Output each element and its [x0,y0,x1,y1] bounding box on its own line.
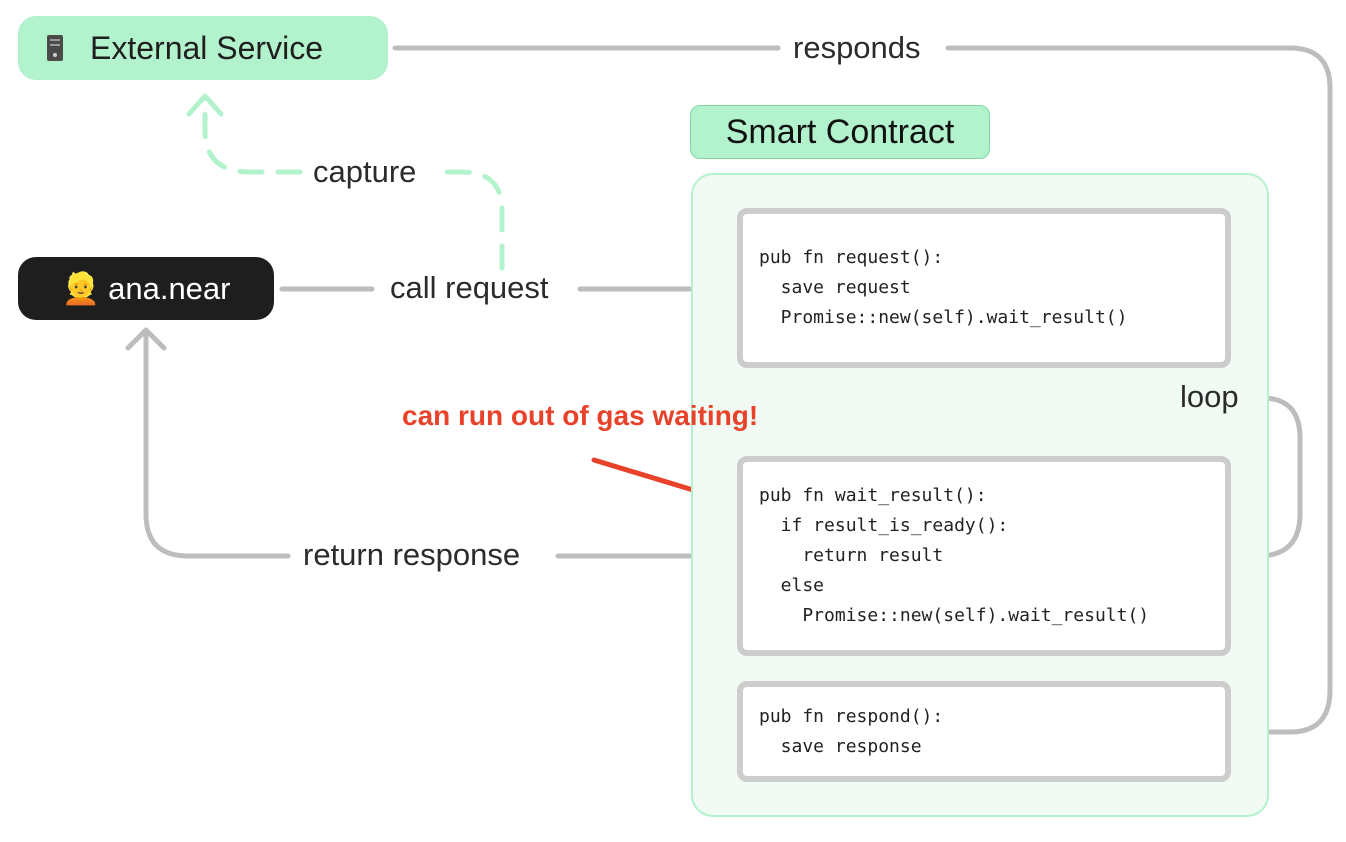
person-emoji-icon: 👱 [61,271,101,306]
code-request-text: pub fn request(): save request Promise::… [759,247,1128,328]
edge-label-capture: capture [313,154,417,189]
return-response-arrowhead [125,327,167,351]
edge-label-responds: responds [793,30,921,65]
capture-arrowhead [186,93,224,117]
ana-near-label: ana.near [108,270,231,306]
smart-contract-title: Smart Contract [690,105,990,159]
warning-annotation: can run out of gas waiting! [402,400,759,431]
code-respond-text: pub fn respond(): save response [759,705,944,757]
code-block-request: pub fn request(): save request Promise::… [737,208,1231,368]
edge-label-call-request: call request [390,270,549,305]
external-service-label: External Service [90,29,323,66]
edge-label-return-response: return response [303,537,521,572]
edge-label-loop: loop [1180,379,1239,414]
external-service-node: External Service [18,16,388,80]
server-icon [46,34,64,62]
ana-near-node: 👱 ana.near [18,257,274,320]
code-wait-result-text: pub fn wait_result(): if result_is_ready… [759,485,1150,626]
return-response-edge [143,333,735,559]
code-block-respond: pub fn respond(): save response [737,681,1231,782]
responds-edge [392,45,1333,735]
capture-edge [202,95,505,271]
code-block-wait-result: pub fn wait_result(): if result_is_ready… [737,456,1231,656]
